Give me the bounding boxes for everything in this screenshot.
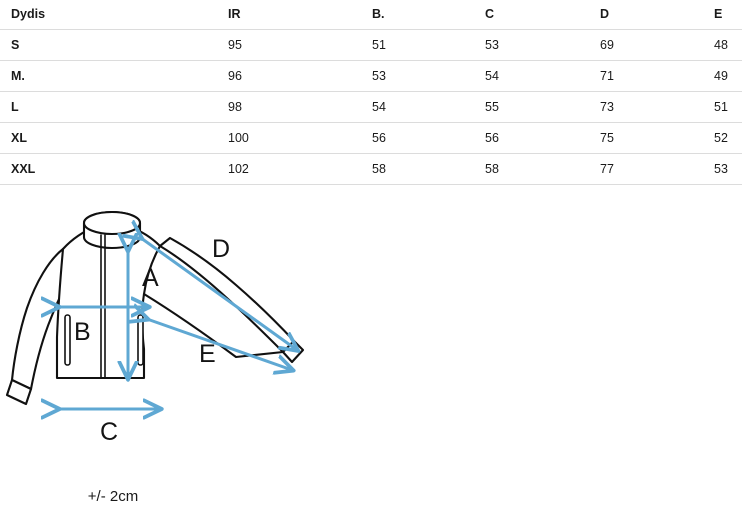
cell-e: 52 (711, 122, 742, 154)
cell-d: 77 (597, 153, 711, 185)
cell-d: 69 (597, 29, 711, 61)
column-header-size: Dydis (0, 0, 225, 30)
jacket-diagram-svg: A B C D E +/- 2cm (5, 210, 305, 505)
table-row: XXL 102 58 58 77 53 (0, 153, 742, 185)
cell-e: 53 (711, 153, 742, 185)
label-b: B (74, 318, 91, 346)
cell-ir: 96 (225, 60, 369, 92)
column-header-c: C (482, 0, 597, 30)
column-header-b: B. (369, 0, 482, 30)
cell-c: 58 (482, 153, 597, 185)
measurement-arrows (58, 238, 297, 409)
cell-e: 51 (711, 91, 742, 123)
cell-b: 54 (369, 91, 482, 123)
column-header-d: D (597, 0, 711, 30)
jacket-body-shape (55, 225, 162, 380)
column-header-e: E (711, 0, 742, 30)
cell-size: XL (0, 122, 225, 154)
cell-size: S (0, 29, 225, 61)
cell-b: 53 (369, 60, 482, 92)
jacket-illustration (5, 210, 305, 406)
table-header: Dydis IR B. C D E (0, 0, 742, 30)
cell-e: 49 (711, 60, 742, 92)
cell-c: 56 (482, 122, 597, 154)
cell-size: M. (0, 60, 225, 92)
cell-d: 75 (597, 122, 711, 154)
arrow-e (147, 319, 292, 370)
label-d: D (212, 235, 230, 263)
table-row: XL 100 56 56 75 52 (0, 122, 742, 154)
cell-c: 54 (482, 60, 597, 92)
column-header-ir: IR (225, 0, 369, 30)
label-e: E (199, 340, 216, 368)
cell-size: L (0, 91, 225, 123)
table-row: S 95 51 53 69 48 (0, 29, 742, 61)
left-pocket (64, 314, 71, 366)
cell-b: 51 (369, 29, 482, 61)
collar-top (82, 210, 142, 236)
left-cuff (5, 378, 33, 406)
cell-b: 56 (369, 122, 482, 154)
cell-ir: 100 (225, 122, 369, 154)
cell-d: 73 (597, 91, 711, 123)
cell-d: 71 (597, 60, 711, 92)
cell-c: 53 (482, 29, 597, 61)
cell-size: XXL (0, 153, 225, 185)
cell-ir: 102 (225, 153, 369, 185)
table-body: S 95 51 53 69 48 M. 96 53 54 71 49 L 98 … (0, 29, 742, 185)
table-header-row: Dydis IR B. C D E (0, 0, 742, 30)
cell-ir: 95 (225, 29, 369, 61)
cell-c: 55 (482, 91, 597, 123)
table-row: L 98 54 55 73 51 (0, 91, 742, 123)
cell-b: 58 (369, 153, 482, 185)
label-a: A (142, 264, 159, 292)
right-pocket (137, 314, 144, 366)
cell-e: 48 (711, 29, 742, 61)
jacket-measurement-diagram: A B C D E +/- 2cm (0, 182, 742, 519)
tolerance-note: +/- 2cm (88, 488, 138, 505)
cell-ir: 98 (225, 91, 369, 123)
label-c: C (100, 418, 118, 446)
table-row: M. 96 53 54 71 49 (0, 60, 742, 92)
size-chart-table: Dydis IR B. C D E S 95 51 53 69 48 M. 96… (0, 0, 742, 185)
